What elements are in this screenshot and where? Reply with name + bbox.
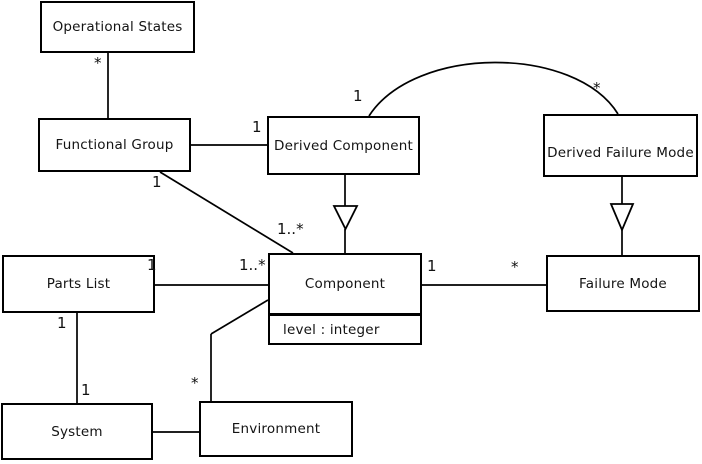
- generalization-derived-component-to-component: [332, 175, 359, 253]
- multiplicity-failure-mode-end: *: [511, 258, 519, 276]
- multiplicity-derived-component-end: 1: [252, 118, 262, 136]
- class-name: Derived Failure Mode: [547, 144, 694, 161]
- class-name: System: [51, 423, 103, 440]
- association-functional-group-component: [159, 171, 294, 254]
- class-name: Functional Group: [55, 137, 174, 153]
- multiplicity-functional-group-end: 1: [152, 173, 162, 191]
- class-parts-list: Parts List: [2, 255, 155, 313]
- multiplicity-system-end: 1: [81, 381, 91, 399]
- class-attribute-compartment: level : integer: [270, 316, 420, 343]
- class-name: Parts List: [46, 276, 111, 292]
- multiplicity-component-end-to-failure-mode: 1: [427, 257, 437, 275]
- class-derived-component: Derived Component: [267, 116, 420, 175]
- generalization-derived-failure-mode-to-failure-mode: [609, 177, 635, 255]
- class-name: Environment: [231, 421, 321, 437]
- multiplicity-arc-derived-failure-mode-end: *: [593, 79, 601, 97]
- multiplicity-arc-derived-component-end: 1: [353, 87, 363, 105]
- class-failure-mode: Failure Mode: [546, 255, 700, 312]
- multiplicity-component-end-from-functional-group: 1..*: [277, 220, 304, 238]
- multiplicity-component-end-from-parts-list: 1..*: [239, 256, 266, 274]
- class-name: Failure Mode: [579, 275, 667, 292]
- class-attribute: level : integer: [283, 321, 380, 338]
- multiplicity-parts-list-bottom-end: 1: [57, 314, 67, 332]
- multiplicity-environment-end: *: [191, 374, 199, 392]
- class-name: Component: [304, 276, 386, 292]
- class-environment: Environment: [199, 401, 353, 457]
- association-environment-component-diagonal: [210, 299, 269, 335]
- multiplicity-operational-states-end: *: [94, 54, 102, 72]
- class-derived-failure-mode: Derived Failure Mode: [543, 114, 698, 177]
- generalization-triangle-icon: [332, 205, 359, 232]
- generalization-triangle-icon: [609, 203, 635, 233]
- class-component: Component level : integer: [268, 253, 422, 345]
- class-name: Derived Component: [274, 137, 413, 154]
- class-operational-states: Operational States: [40, 1, 195, 53]
- class-name-compartment: Component: [270, 255, 420, 316]
- class-name: Operational States: [52, 19, 183, 35]
- association-arc-derived-component-derived-failure-mode: [368, 61, 619, 117]
- class-functional-group: Functional Group: [38, 118, 191, 172]
- class-system: System: [1, 403, 153, 460]
- multiplicity-parts-list-end: 1: [147, 256, 157, 274]
